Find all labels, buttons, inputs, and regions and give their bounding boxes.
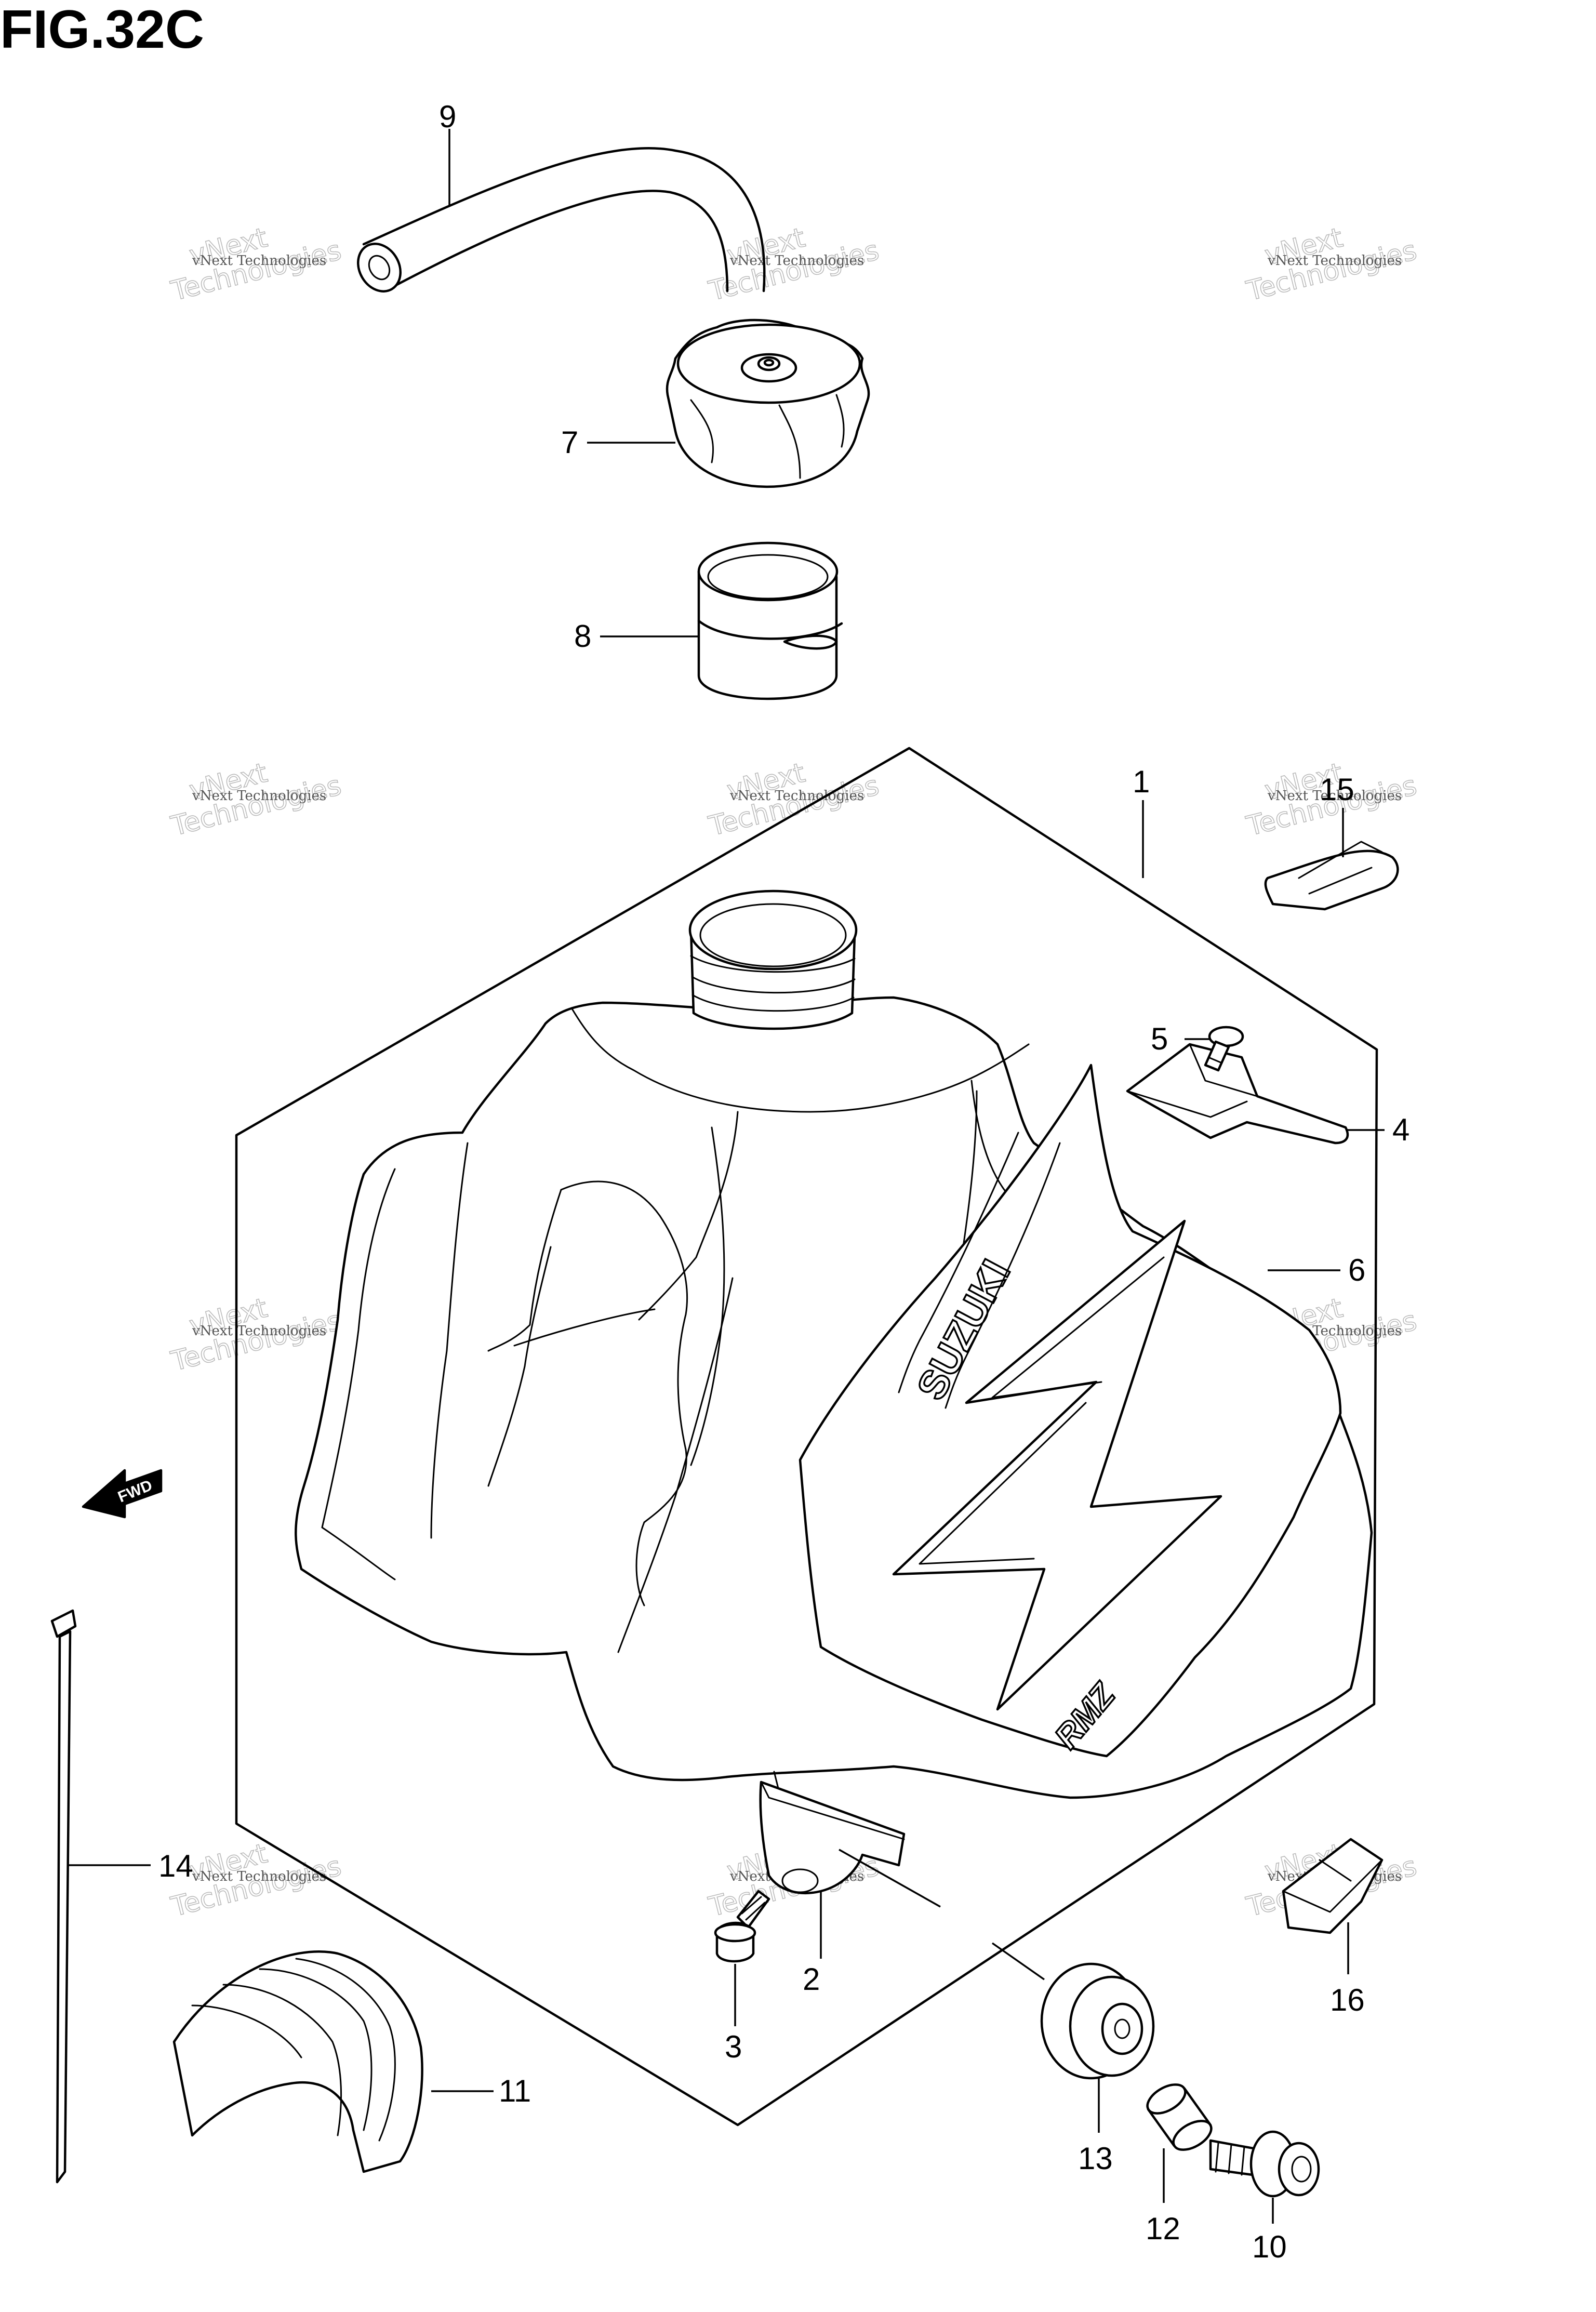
part-15-clamp	[1264, 841, 1399, 911]
watermark: vNext Technologies vNext Technologies	[705, 757, 882, 843]
part-5-screw	[1204, 1026, 1244, 1072]
watermark: vNext Technologies vNext Technologies	[167, 1292, 344, 1378]
callout-numbers: 9 7 8 1 15 5 4 6 2 3 13 12 10 11 14 16	[158, 99, 1409, 2264]
callout-12: 12	[1146, 2211, 1180, 2246]
callout-7: 7	[561, 425, 578, 460]
part-1-group-outline	[235, 747, 1378, 2127]
watermark: vNext Technologies vNext Technologies	[167, 222, 344, 308]
callout-14: 14	[158, 1849, 193, 1883]
callout-13: 13	[1078, 2141, 1113, 2176]
part-14-cable-tie	[50, 1609, 77, 2184]
part-4-clip-bracket	[1126, 1043, 1349, 1145]
watermark-text: vNext Technologies	[1267, 788, 1402, 804]
part-11-protector	[172, 1950, 423, 2173]
callout-9: 9	[439, 99, 456, 134]
callout-2: 2	[803, 1962, 820, 1997]
watermark-text: vNext Technologies	[192, 253, 326, 269]
part-9-breather-hose	[357, 147, 766, 293]
watermark-text: vNext Technologies	[729, 253, 864, 269]
part-3-bolt	[714, 1890, 770, 1963]
watermark-text: vNext Technologies	[192, 1323, 326, 1339]
watermark: vNext Technologies vNext Technologies	[167, 1838, 344, 1923]
watermark-text: vNext Technologies	[729, 788, 864, 804]
part-13-cushion	[1040, 1962, 1155, 2080]
part-12-collar	[1146, 2083, 1213, 2151]
leader-lines	[68, 129, 1385, 2224]
watermark-text: vNext Technologies	[192, 1869, 326, 1884]
part-2-bracket	[759, 1780, 906, 1894]
callout-6: 6	[1348, 1253, 1365, 1287]
callout-3: 3	[725, 2029, 742, 2064]
watermark: vNext Technologies vNext Technologies	[1243, 222, 1420, 308]
watermark-text: vNext Technologies	[1267, 253, 1402, 269]
callout-16: 16	[1330, 1983, 1365, 2017]
part-10-bolt	[1209, 2130, 1320, 2198]
watermark-text: vNext Technologies	[192, 788, 326, 804]
fwd-arrow-icon: FWD	[82, 1469, 163, 1519]
watermark: vNext Technologies vNext Technologies	[705, 222, 882, 308]
figure-title: FIG.32C	[0, 0, 204, 60]
part-1-fuel-tank: SUZUKI RMZ	[295, 889, 1373, 1871]
watermark: vNext Technologies vNext Technologies	[167, 757, 344, 843]
callout-15: 15	[1320, 772, 1354, 807]
part-8-cap-sleeve	[697, 541, 843, 700]
callout-10: 10	[1252, 2229, 1287, 2264]
callout-4: 4	[1392, 1112, 1409, 1147]
callout-11: 11	[499, 2074, 531, 2108]
callout-8: 8	[574, 619, 591, 654]
callout-1: 1	[1133, 764, 1150, 799]
callout-5: 5	[1151, 1021, 1168, 1056]
part-16-clip	[1282, 1838, 1384, 1934]
part-7-fuel-cap	[666, 318, 870, 488]
